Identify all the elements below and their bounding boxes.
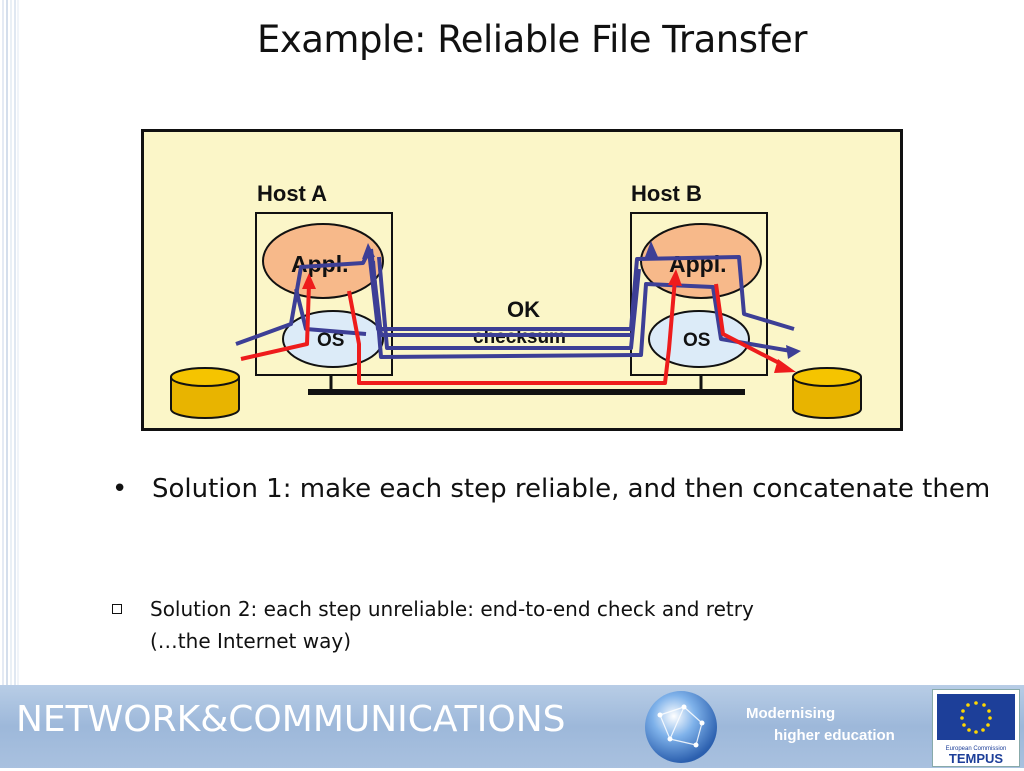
- solution-1-text: Solution 1: make each step reliable, and…: [152, 474, 991, 504]
- footer-title: NETWORK&COMMUNICATIONS: [16, 699, 566, 740]
- appl-b-label: Appl.: [669, 251, 727, 277]
- bullet-solution-2: Solution 2: each step unreliable: end-to…: [112, 593, 992, 657]
- eu-flag-icon: European Commission TEMPUS: [937, 694, 1015, 766]
- slide-title: Example: Reliable File Transfer: [256, 18, 808, 61]
- solution-2-line-2: (…the Internet way): [150, 629, 352, 653]
- left-border-decoration: [2, 0, 19, 685]
- file-transfer-diagram: Host A Host B Appl. Appl. OS OS OK check…: [141, 129, 903, 431]
- tempus-eu-logo: European Commission TEMPUS: [932, 689, 1020, 767]
- appl-a-ellipse: [262, 223, 384, 299]
- bullet-dot: •: [112, 474, 128, 504]
- eu-caption: European Commission: [946, 746, 1007, 752]
- footer-banner: NETWORK&COMMUNICATIONS Modernising highe…: [0, 685, 1024, 768]
- os-b-ellipse: [648, 310, 750, 368]
- tagline: Modernising higher education: [746, 703, 895, 747]
- os-a-label: OS: [317, 330, 344, 351]
- tagline-line-1: Modernising: [746, 705, 836, 722]
- ok-label: OK: [507, 297, 540, 322]
- solution-2-line-1: Solution 2: each step unreliable: end-to…: [150, 597, 754, 621]
- globe-network-icon: [645, 691, 717, 763]
- host-b-label: Host B: [631, 181, 702, 206]
- os-b-label: OS: [683, 330, 710, 351]
- tempus-label: TEMPUS: [949, 751, 1004, 766]
- host-a-label: Host A: [257, 181, 327, 206]
- checksum-label: checksum: [473, 327, 566, 348]
- tagline-line-2: higher education: [774, 727, 895, 744]
- bullet-solution-1: • Solution 1: make each step reliable, a…: [112, 470, 992, 508]
- blue-transfer-paths: [235, 248, 795, 359]
- destination-disk-icon: [792, 367, 862, 419]
- checkbox-bullet-icon: [112, 604, 122, 614]
- red-transfer-paths: [240, 278, 782, 385]
- source-disk-icon: [170, 367, 240, 419]
